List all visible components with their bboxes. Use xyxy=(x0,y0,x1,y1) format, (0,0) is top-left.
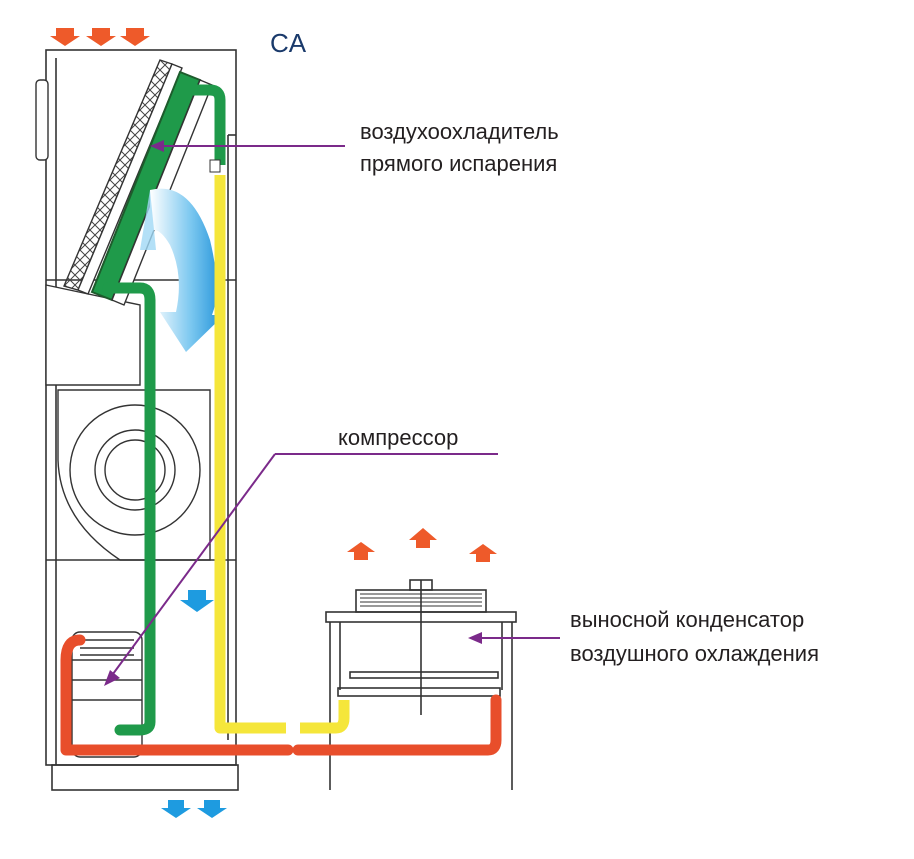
down-arrow-icon xyxy=(180,590,214,612)
indoor-unit-cabinet xyxy=(45,49,239,791)
down-arrow-icon xyxy=(50,28,80,46)
airflow-curved-arrow xyxy=(150,188,224,352)
condenser-unit-frame xyxy=(325,579,517,790)
evaporator-label-line1: воздухоохладитель xyxy=(360,119,559,144)
down-arrow-icon xyxy=(197,800,227,818)
liquid-line-yellow xyxy=(214,175,286,734)
suction-line-green xyxy=(178,84,226,165)
hot-air-arrows-top xyxy=(50,28,150,46)
supply-air-arrows xyxy=(161,590,227,818)
up-arrow-icon xyxy=(409,528,437,548)
up-arrow-icon xyxy=(469,544,497,562)
discharge-line-red xyxy=(60,634,294,756)
condenser-label-line1: выносной конденсатор xyxy=(570,607,805,632)
callout-compressor xyxy=(104,453,498,686)
hot-air-arrows-condenser xyxy=(347,528,497,562)
up-arrow-icon xyxy=(347,542,375,560)
down-arrow-icon xyxy=(120,28,150,46)
callout-condenser xyxy=(468,632,560,644)
liquid-line-yellow-outdoor xyxy=(300,700,350,734)
down-arrow-icon xyxy=(86,28,116,46)
down-arrow-icon xyxy=(161,800,191,818)
fan-blower xyxy=(57,389,211,561)
condenser-label-line2: воздушного охлаждения xyxy=(570,641,819,666)
compressor-body xyxy=(71,631,143,758)
callout-evaporator xyxy=(150,140,345,152)
evaporator-label-line2: прямого испарения xyxy=(360,151,558,176)
condenser-fan-fins xyxy=(360,593,482,607)
discharge-line-red-outdoor xyxy=(292,694,502,756)
expansion-valve xyxy=(209,159,221,173)
compressor-label: компрессор xyxy=(338,425,459,450)
side-panel-latch xyxy=(35,79,49,161)
suction-line-green-lower xyxy=(102,282,156,736)
diagram-title: CA xyxy=(270,28,307,58)
